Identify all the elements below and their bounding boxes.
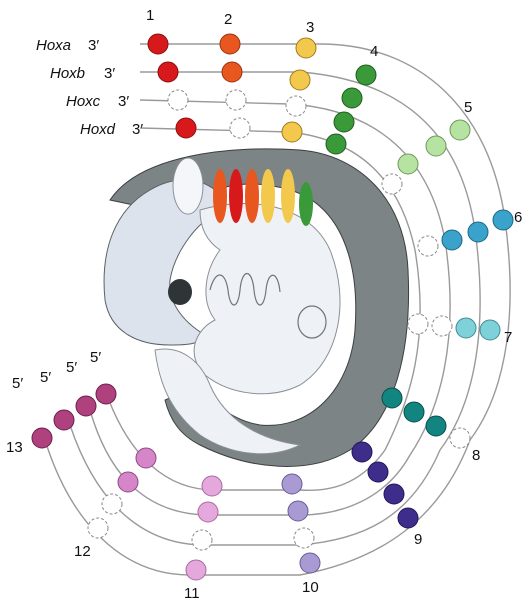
hoxc2-absent (226, 90, 246, 110)
hoxd-label: Hoxd (80, 121, 116, 138)
hoxb4-gene (342, 88, 362, 108)
hoxd10-gene (282, 474, 302, 494)
hoxd9-gene (352, 442, 372, 462)
hoxd1-gene (176, 118, 196, 138)
hoxc7-absent (432, 316, 452, 336)
hoxb11-absent (192, 530, 212, 550)
hoxd2-absent (230, 118, 250, 138)
hoxa12-absent (88, 518, 108, 538)
rhombomere-stripe-3 (245, 169, 259, 223)
hoxc6-gene (442, 230, 462, 250)
hoxc9-gene (368, 462, 388, 482)
hoxd4-gene (326, 134, 346, 154)
hoxd-5prime: 5′ (90, 349, 101, 366)
rhombomere-stripe-5 (281, 169, 295, 223)
hoxc5-gene (398, 154, 418, 174)
paralog-10-label: 10 (302, 579, 319, 596)
hoxa1-gene (148, 34, 168, 54)
hoxc12-gene (118, 472, 138, 492)
hoxc4-gene (334, 112, 354, 132)
hoxb5-gene (426, 136, 446, 156)
paralog-3-label: 3 (306, 19, 314, 36)
hoxb6-gene (468, 222, 488, 242)
rhombomere-stripe-1 (213, 169, 227, 223)
embryo-illustration (104, 149, 409, 467)
paralog-7-label: 7 (504, 329, 512, 346)
hoxb-5prime: 5′ (40, 369, 51, 386)
hoxd7-absent (408, 314, 428, 334)
hoxc-5prime: 5′ (66, 359, 77, 376)
hoxd8-gene (382, 388, 402, 408)
hoxd6-absent (418, 236, 438, 256)
hoxb-3prime: 3′ (104, 65, 115, 82)
hoxc8-gene (404, 402, 424, 422)
paralog-12-label: 12 (74, 543, 91, 560)
hoxd12-gene (136, 448, 156, 468)
paralog-2-label: 2 (224, 11, 232, 28)
hoxc11-gene (198, 502, 218, 522)
hoxb3-gene (290, 70, 310, 90)
hoxa13-gene (32, 428, 52, 448)
paralog-8-label: 8 (472, 447, 480, 464)
hoxb1-gene (158, 62, 178, 82)
hoxc-3prime: 3′ (118, 93, 129, 110)
embryo-eye (168, 279, 192, 305)
rhombomere-stripe-2 (229, 169, 243, 223)
paralog-13-label: 13 (6, 439, 23, 456)
paralog-9-label: 9 (414, 531, 422, 548)
hoxb9-gene (384, 484, 404, 504)
hoxa9-gene (398, 508, 418, 528)
hoxa11-gene (186, 560, 206, 580)
five-prime-labels: 5′ 5′ 5′ 5′ (12, 349, 101, 392)
hoxb2-gene (222, 62, 242, 82)
hoxd-3prime: 3′ (132, 121, 143, 138)
hoxa-3prime: 3′ (88, 37, 99, 54)
hoxc3-absent (286, 96, 306, 116)
hoxa6-gene (493, 210, 513, 230)
hoxa2-gene (220, 34, 240, 54)
embryo-gut-region (194, 203, 340, 393)
hoxa10-gene (300, 553, 320, 573)
hoxc1-absent (168, 90, 188, 110)
hoxa8-absent (450, 428, 470, 448)
hoxc-label: Hoxc (66, 93, 101, 110)
paralog-6-label: 6 (514, 209, 522, 226)
paralog-5-label: 5 (464, 99, 472, 116)
hoxb-label: Hoxb (50, 65, 85, 82)
embryo-otic-vesicle (173, 158, 203, 214)
hoxb12-absent (102, 494, 122, 514)
rhombomere-stripe-6 (299, 182, 313, 226)
hoxa4-gene (356, 65, 376, 85)
hoxa7-gene (480, 320, 500, 340)
hoxd3-gene (282, 122, 302, 142)
hoxa-5prime: 5′ (12, 375, 23, 392)
hoxb7-gene (456, 318, 476, 338)
cluster-labels: Hoxa 3′ Hoxb 3′ Hoxc 3′ Hoxd 3′ (36, 37, 143, 138)
hoxa3-gene (296, 38, 316, 58)
paralog-1-label: 1 (146, 7, 154, 24)
hoxb10-absent (294, 528, 314, 548)
hoxd11-gene (202, 476, 222, 496)
hoxd13-gene (96, 384, 116, 404)
hoxd5-absent (382, 174, 402, 194)
hoxa-label: Hoxa (36, 37, 71, 54)
hoxb8-gene (426, 416, 446, 436)
rhombomere-stripe-4 (261, 169, 275, 223)
hoxc13-gene (76, 396, 96, 416)
hoxc10-gene (288, 501, 308, 521)
hoxa5-gene (450, 120, 470, 140)
paralog-11-label: 11 (184, 585, 200, 602)
paralog-4-label: 4 (370, 43, 378, 60)
hoxb13-gene (54, 410, 74, 430)
